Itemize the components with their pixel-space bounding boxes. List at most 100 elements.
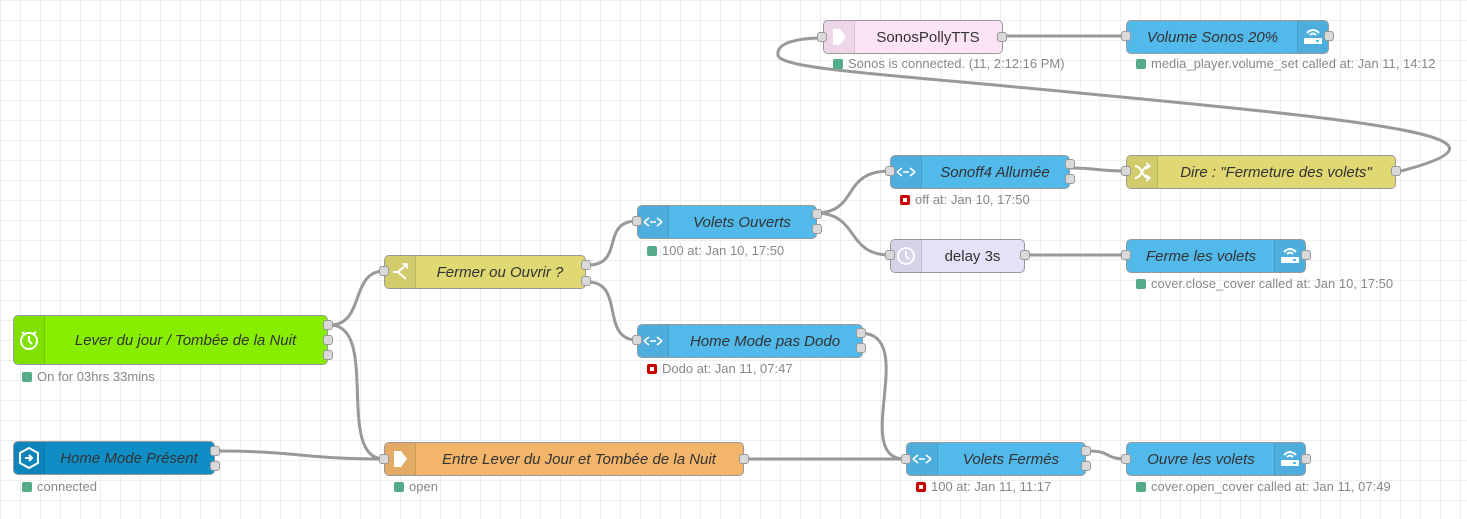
output-port-2[interactable] (210, 461, 220, 471)
wire-fermer-voletsouverts[interactable] (587, 219, 638, 267)
output-port-3[interactable] (323, 350, 333, 360)
switch-arrows-icon (907, 443, 938, 475)
input-port[interactable] (1121, 454, 1131, 464)
arrow-right-icon (385, 443, 416, 475)
status-ouvre-volets: cover.open_cover called at: Jan 11, 07:4… (1136, 479, 1391, 494)
status-indicator (394, 481, 404, 492)
output-port-2[interactable] (323, 335, 333, 345)
input-port[interactable] (1121, 166, 1131, 176)
output-port[interactable] (739, 454, 749, 464)
node-label: Home Mode Présent (60, 449, 198, 467)
input-port[interactable] (632, 335, 642, 345)
output-port-2[interactable] (1065, 174, 1075, 184)
output-port[interactable] (1324, 31, 1334, 41)
output-port-2[interactable] (581, 276, 591, 286)
status-text: off at: Jan 10, 17:50 (915, 192, 1030, 207)
output-port-2[interactable] (812, 224, 822, 234)
wire-sonoff4-dire[interactable] (1069, 166, 1127, 173)
node-lever-du-jour[interactable]: Lever du jour / Tombée de la Nuit (13, 315, 328, 365)
status-indicator (1136, 481, 1146, 492)
status-indicator (22, 371, 32, 382)
node-volets-ouverts[interactable]: Volets Ouverts (637, 205, 817, 239)
node-fermer-ou-ouvrir[interactable]: Fermer ou Ouvrir ? (384, 255, 586, 289)
output-port[interactable] (997, 32, 1007, 42)
input-port[interactable] (379, 454, 389, 464)
clock-icon (891, 240, 922, 272)
status-indicator (916, 481, 926, 492)
wire-lever-entre[interactable] (329, 323, 385, 461)
output-port-1[interactable] (210, 446, 220, 456)
output-port-1[interactable] (1081, 446, 1091, 456)
status-indicator (900, 194, 910, 205)
output-port[interactable] (1391, 166, 1401, 176)
input-port[interactable] (1121, 250, 1131, 260)
input-port[interactable] (817, 32, 827, 42)
output-port-2[interactable] (856, 343, 866, 353)
output-port[interactable] (1301, 454, 1311, 464)
node-volets-fermes[interactable]: Volets Fermés (906, 442, 1086, 476)
output-port[interactable] (1301, 250, 1311, 260)
wire-fermer-homedodo[interactable] (587, 280, 638, 342)
wire-homedodo-voletsfermes[interactable] (859, 331, 906, 461)
node-label: delay 3s (944, 247, 1001, 265)
status-indicator (1136, 278, 1146, 289)
output-port-1[interactable] (856, 328, 866, 338)
switch-icon (385, 256, 416, 288)
wire-lever-fermer[interactable] (329, 269, 385, 327)
node-dire-fermeture[interactable]: Dire : "Fermeture des volets" (1126, 155, 1396, 189)
switch-arrows-icon (891, 156, 922, 188)
node-ferme-volets[interactable]: Ferme les volets (1126, 239, 1306, 273)
node-entre-lever-du-jour[interactable]: Entre Lever du Jour et Tombée de la Nuit (384, 442, 744, 476)
node-home-mode-present[interactable]: Home Mode Présent (13, 441, 215, 475)
input-port[interactable] (885, 166, 895, 176)
input-port[interactable] (632, 216, 642, 226)
node-label: Home Mode pas Dodo (689, 332, 841, 350)
node-label: Ouvre les volets (1147, 450, 1255, 468)
node-label: Fermer ou Ouvrir ? (436, 263, 564, 281)
output-port-1[interactable] (812, 209, 822, 219)
status-indicator (22, 481, 32, 492)
wire-dire-sonostts[interactable] (776, 36, 1451, 173)
input-port[interactable] (885, 250, 895, 260)
node-label: Volume Sonos 20% (1146, 28, 1279, 46)
input-port[interactable] (1121, 31, 1131, 41)
status-text: open (409, 479, 438, 494)
wire-voletsouverts-sonoff4[interactable] (814, 169, 891, 215)
node-delay-3s[interactable]: delay 3s (890, 239, 1025, 273)
input-port[interactable] (379, 266, 389, 276)
node-label: SonosPollyTTS (876, 28, 980, 46)
node-label: Lever du jour / Tombée de la Nuit (74, 331, 297, 349)
status-indicator (1136, 58, 1146, 69)
output-port-1[interactable] (581, 260, 591, 270)
wire-present-entre[interactable] (214, 449, 385, 461)
status-indicator (647, 245, 657, 256)
node-home-mode-pas-dodo[interactable]: Home Mode pas Dodo (637, 324, 863, 358)
output-port-1[interactable] (1065, 159, 1075, 169)
status-home-mode-pas-dodo: Dodo at: Jan 11, 07:47 (647, 361, 793, 376)
node-label: Volets Fermés (962, 450, 1060, 468)
status-text: Dodo at: Jan 11, 07:47 (662, 361, 793, 376)
status-text: media_player.volume_set called at: Jan 1… (1151, 56, 1436, 71)
status-text: 100 at: Jan 11, 11:17 (931, 479, 1052, 494)
node-sonos-polly-tts[interactable]: SonosPollyTTS (823, 20, 1003, 54)
node-sonoff4-allumee[interactable]: Sonoff4 Allumée (890, 155, 1070, 189)
shuffle-icon (1127, 156, 1158, 188)
input-port[interactable] (901, 454, 911, 464)
status-text: cover.open_cover called at: Jan 11, 07:4… (1151, 479, 1391, 494)
node-label: Ferme les volets (1145, 247, 1257, 265)
status-indicator (647, 363, 657, 374)
status-sonos-polly-tts: Sonos is connected. (11, 2:12:16 PM) (833, 56, 1065, 71)
wire-voletsouverts-delay[interactable] (814, 211, 891, 257)
output-port-2[interactable] (1081, 461, 1091, 471)
node-ouvre-volets[interactable]: Ouvre les volets (1126, 442, 1306, 476)
status-home-mode-present: connected (22, 479, 97, 494)
status-volets-ouverts: 100 at: Jan 10, 17:50 (647, 243, 784, 258)
node-label: Dire : "Fermeture des volets" (1180, 163, 1372, 181)
status-entre-lever-du-jour: open (394, 479, 438, 494)
status-text: On for 03hrs 33mins (37, 369, 155, 384)
output-port-1[interactable] (323, 320, 333, 330)
status-text: connected (37, 479, 97, 494)
output-port[interactable] (1020, 250, 1030, 260)
node-label: Sonoff4 Allumée (940, 163, 1050, 181)
node-volume-sonos[interactable]: Volume Sonos 20% (1126, 20, 1329, 54)
